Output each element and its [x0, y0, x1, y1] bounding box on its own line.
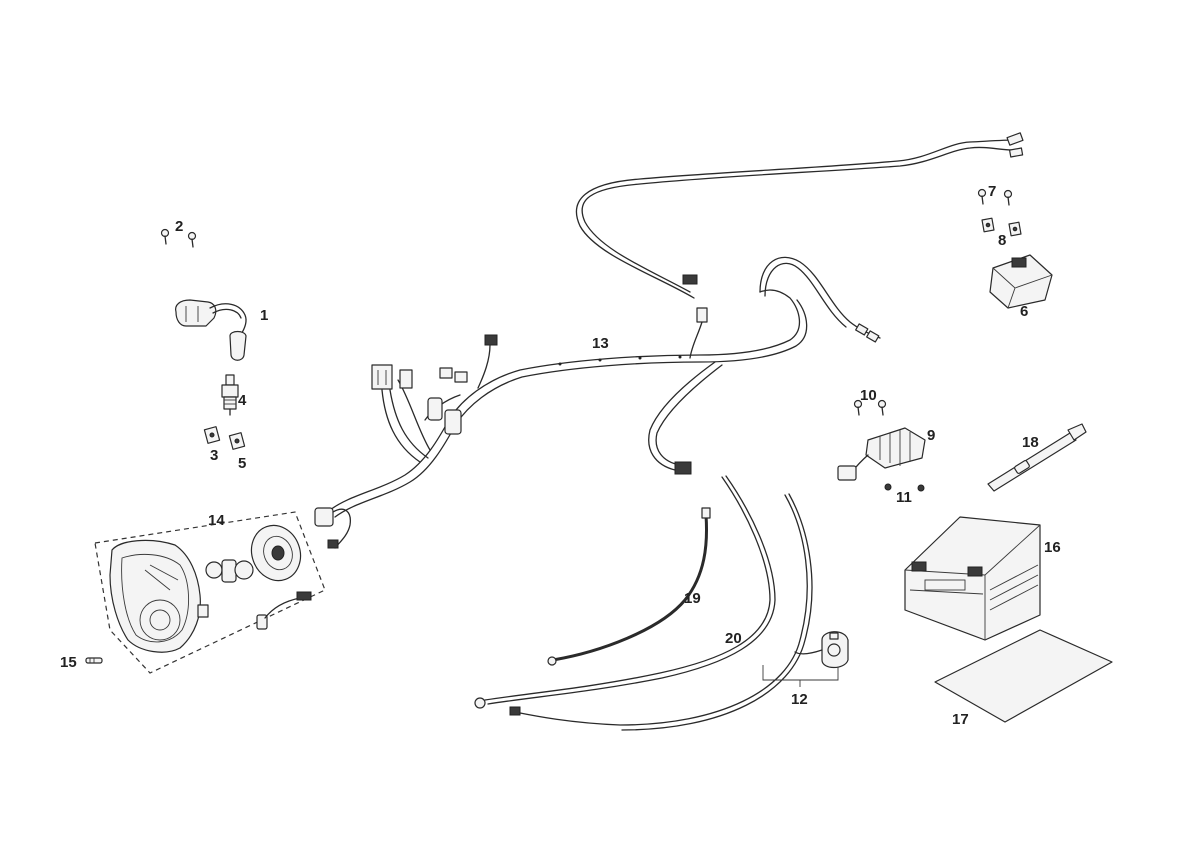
battery-strap-18 [987, 423, 1087, 492]
callout-8: 8 [998, 232, 1006, 249]
callout-13: 13 [592, 335, 609, 352]
callout-12: 12 [791, 691, 808, 708]
callout-17: 17 [952, 711, 969, 728]
callout-4: 4 [238, 392, 247, 409]
clips-3-5 [203, 426, 246, 450]
callout-15: 15 [60, 654, 77, 671]
battery-cable-19 [547, 507, 711, 666]
screws-2 [160, 228, 197, 248]
wiring-harness-13 [314, 132, 1024, 549]
battery-pad-17 [934, 629, 1113, 723]
ignition-coil-1 [175, 299, 247, 361]
callout-5: 5 [238, 455, 246, 472]
starter-relay-12 [509, 493, 849, 731]
callout-1: 1 [260, 307, 268, 324]
callout-labels: 1 2 3 4 5 6 7 8 9 10 11 12 13 14 15 16 1… [60, 183, 1061, 728]
spark-plug-4 [221, 374, 239, 416]
callout-18: 18 [1022, 434, 1039, 451]
screw-15 [85, 657, 103, 664]
callout-7: 7 [988, 183, 996, 200]
headlight-assembly-14 [94, 511, 326, 674]
callout-10: 10 [860, 387, 877, 404]
screws-nuts-7-8 [977, 188, 1022, 237]
callout-11: 11 [896, 489, 912, 506]
cable-20 [474, 475, 776, 709]
callout-6: 6 [1020, 303, 1028, 320]
callout-20: 20 [725, 630, 742, 647]
regulator-9 [837, 427, 926, 481]
callout-2: 2 [175, 218, 183, 235]
cdi-unit-6 [989, 254, 1053, 309]
screws-nuts-10-11 [853, 399, 925, 492]
callout-14: 14 [208, 512, 225, 529]
callout-3: 3 [210, 447, 218, 464]
callout-9: 9 [927, 427, 935, 444]
callout-16: 16 [1044, 539, 1061, 556]
callout-19: 19 [684, 590, 701, 607]
battery-16 [904, 516, 1041, 641]
